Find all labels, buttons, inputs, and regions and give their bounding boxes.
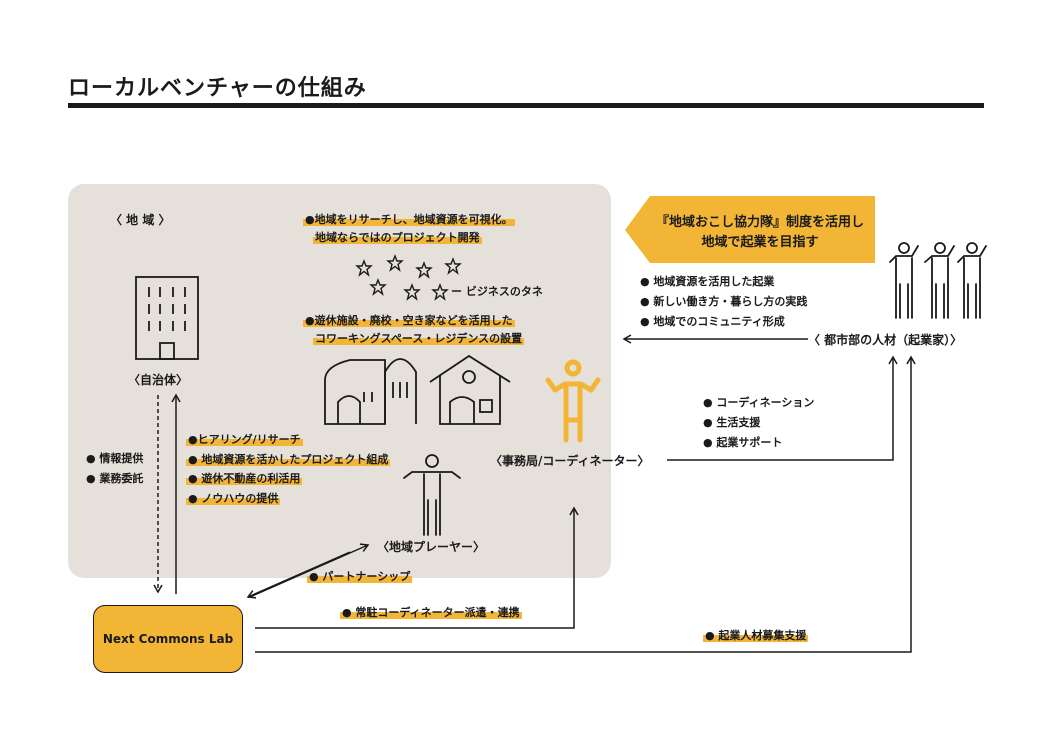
research-item: 地域ならではのプロジェクト開発 [313, 231, 482, 244]
seeds-label: ー ビジネスのタネ [451, 285, 543, 298]
urban-item: ● 新しい働き方・暮らし方の実践 [640, 295, 808, 308]
flow-arrows [153, 334, 916, 653]
urban-item: ● 地域でのコミュニティ形成 [640, 315, 785, 328]
coordinator-figure-icon [545, 359, 601, 443]
region-label: 〈 地 域 〉 [110, 213, 171, 227]
ncl-service-item: ● 地域資源を活かしたプロジェクト組成 [186, 452, 391, 466]
facility-item: コワーキングスペース・レジデンスの設置 [313, 332, 525, 345]
dispatch-label: ● 常駐コーディネーター派遣・連携 [340, 605, 522, 621]
municipality-label: 〈自治体〉 [128, 373, 189, 387]
player-label: 〈地域プレーヤー〉 [377, 540, 486, 554]
municipality-building-icon [135, 276, 199, 360]
facility-list: ●遊休施設・廃校・空き家などを活用した コワーキングスペース・レジデンスの設置 [303, 313, 525, 347]
facility-item: ●遊休施設・廃校・空き家などを活用した [303, 314, 515, 327]
banner-shape [625, 196, 875, 263]
office-label: 〈事務局/コーディネーター〉 [490, 454, 650, 468]
house-icon [429, 354, 511, 425]
banner-line-2: 地域で起業を目指す [701, 235, 819, 250]
support-item: ● 生活支援 [703, 416, 761, 429]
banner-text: 『地域おこし協力隊』制度を活用し 地域で起業を目指す [650, 213, 870, 253]
ncl-box: Next Commons Lab [93, 605, 243, 673]
municipality-left-item: ● 業務委託 [86, 472, 144, 485]
urban-people-icon [889, 242, 987, 319]
dispatch-text: ● 常駐コーディネーター派遣・連携 [340, 606, 522, 619]
ncl-service-list: ●ヒアリング/リサーチ ● 地域資源を活かしたプロジェクト組成 ● 遊休不動産の… [186, 430, 391, 508]
star-icons [355, 254, 462, 301]
page-title: ローカルベンチャーの仕組み [68, 76, 367, 101]
recruit-text: ● 起業人材募集支援 [703, 629, 809, 642]
player-figure-icon [403, 454, 461, 536]
urban-item: ● 地域資源を活用した起業 [640, 275, 775, 288]
research-list: ●地域をリサーチし、地域資源を可視化。 地域ならではのプロジェクト開発 [303, 212, 515, 246]
recruit-label: ● 起業人材募集支援 [703, 628, 809, 644]
barn-building-icon [324, 358, 417, 425]
ncl-service-item: ● 遊休不動産の利活用 [186, 472, 303, 485]
banner-line-1: 『地域おこし協力隊』制度を活用し [655, 215, 864, 230]
support-item: ● コーディネーション [703, 396, 815, 409]
ncl-service-item: ●ヒアリング/リサーチ [186, 433, 303, 446]
ncl-service-item: ● ノウハウの提供 [186, 491, 281, 505]
partnership-text: ● パートナーシップ [307, 570, 413, 583]
ncl-label: Next Commons Lab [102, 632, 234, 646]
support-list: ● コーディネーション ● 生活支援 ● 起業サポート [703, 393, 814, 453]
region-panel [68, 184, 611, 578]
partnership-label: ● パートナーシップ [307, 569, 413, 585]
municipality-left-item: ● 情報提供 [86, 452, 144, 465]
urban-list: ● 地域資源を活用した起業 ● 新しい働き方・暮らし方の実践 ● 地域でのコミュ… [640, 272, 807, 332]
title-rule [68, 103, 984, 108]
urban-label: 〈 都市部の人材（起業家）〉 [808, 333, 963, 347]
research-item: ●地域をリサーチし、地域資源を可視化。 [303, 213, 515, 226]
municipality-left-list: ● 情報提供 ● 業務委託 [86, 449, 143, 489]
support-item: ● 起業サポート [703, 436, 783, 449]
